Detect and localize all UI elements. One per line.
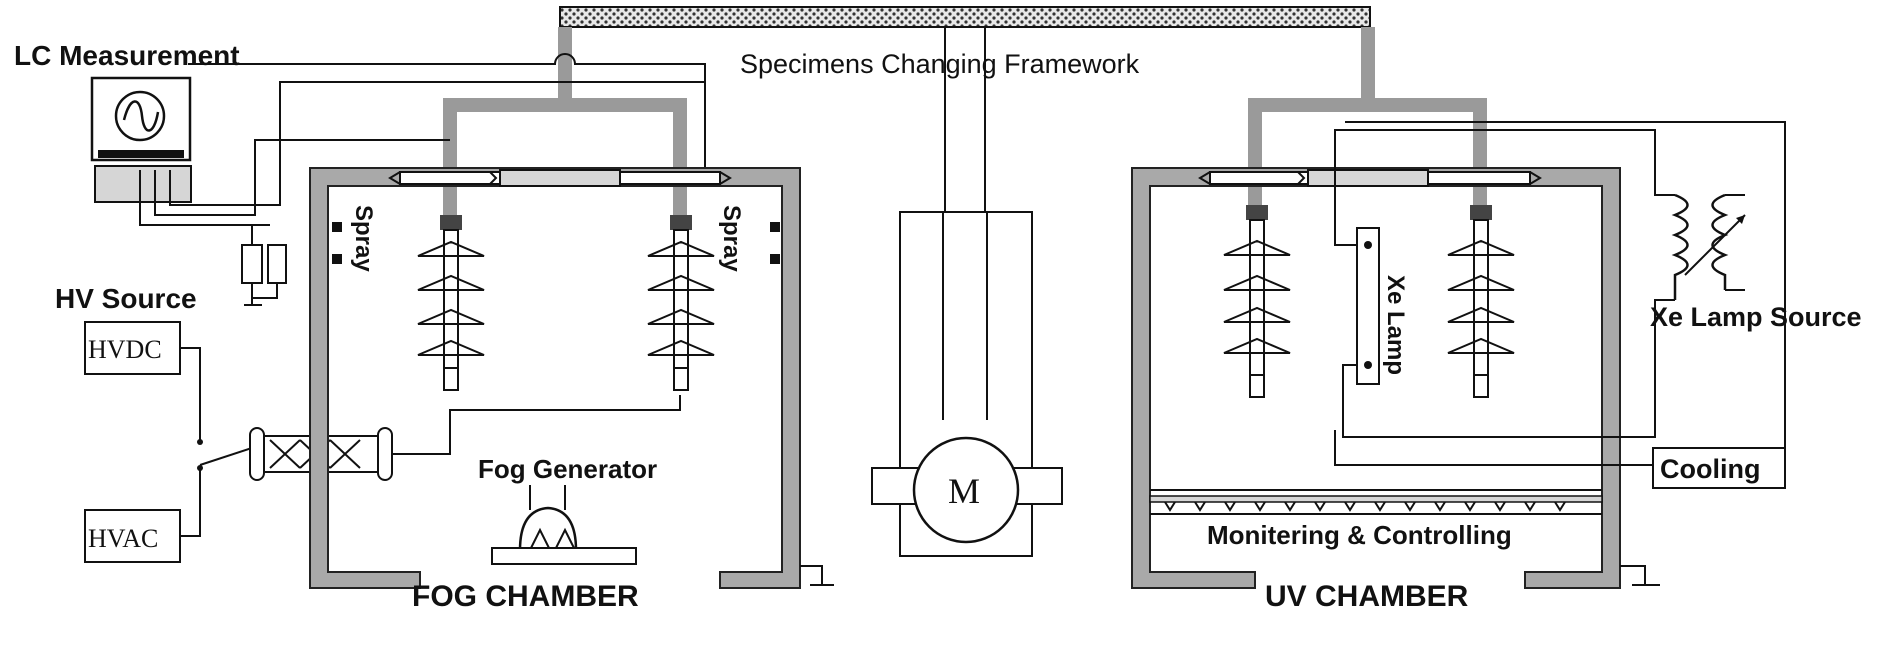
- uv-chamber: Xe Lamp Cooling Monitering & Controlling…: [1131, 121, 1786, 613]
- xe-lamp-source-transformer: Xe Lamp Source: [1650, 193, 1862, 332]
- cooling-label: Cooling: [1660, 454, 1760, 484]
- framework-beam: [559, 6, 1371, 28]
- xe-lamp-source-label: Xe Lamp Source: [1650, 302, 1862, 332]
- left-spray-label: Spray: [350, 205, 377, 272]
- uv-insulator-left: [1223, 205, 1291, 398]
- uv-chamber-label: UV CHAMBER: [1265, 580, 1469, 613]
- xe-lamp: Xe Lamp: [1356, 227, 1409, 385]
- uv-insulator-right: [1447, 205, 1515, 398]
- lc-measurement-label: LC Measurement: [14, 40, 240, 71]
- hvdc-label: HVDC: [88, 335, 162, 364]
- framework-label: Specimens Changing Framework: [740, 49, 1140, 79]
- fog-insulator-left: [417, 215, 485, 391]
- monitoring-label: Monitering & Controlling: [1207, 520, 1512, 550]
- monitoring-panel: Monitering & Controlling: [1149, 489, 1603, 550]
- uv-ground-icon: [1620, 565, 1660, 586]
- fog-chamber: Spray Spray Fog Generator FOG CHA: [309, 167, 834, 613]
- fog-generator-label: Fog Generator: [478, 454, 657, 484]
- fog-generator-icon: [491, 485, 637, 565]
- fog-chamber-label: FOG CHAMBER: [412, 580, 639, 613]
- hv-selector-switch: [180, 347, 257, 537]
- oscilloscope-icon: [90, 76, 192, 203]
- fog-ground-icon: [800, 565, 834, 586]
- right-spray-label: Spray: [718, 205, 745, 272]
- right-spray: Spray: [718, 205, 780, 272]
- shunt-resistors: [241, 225, 287, 306]
- xe-lamp-label: Xe Lamp: [1382, 275, 1409, 375]
- hv-source-label: HV Source: [55, 283, 197, 314]
- cooling-box: [1652, 447, 1786, 489]
- hvdc-box: [84, 321, 181, 375]
- hvac-label: HVAC: [88, 524, 158, 553]
- left-spray: Spray: [332, 205, 377, 272]
- lift-motor-assembly: M: [871, 27, 1063, 557]
- motor-label: M: [948, 471, 980, 511]
- fog-insulator-right: [647, 215, 715, 391]
